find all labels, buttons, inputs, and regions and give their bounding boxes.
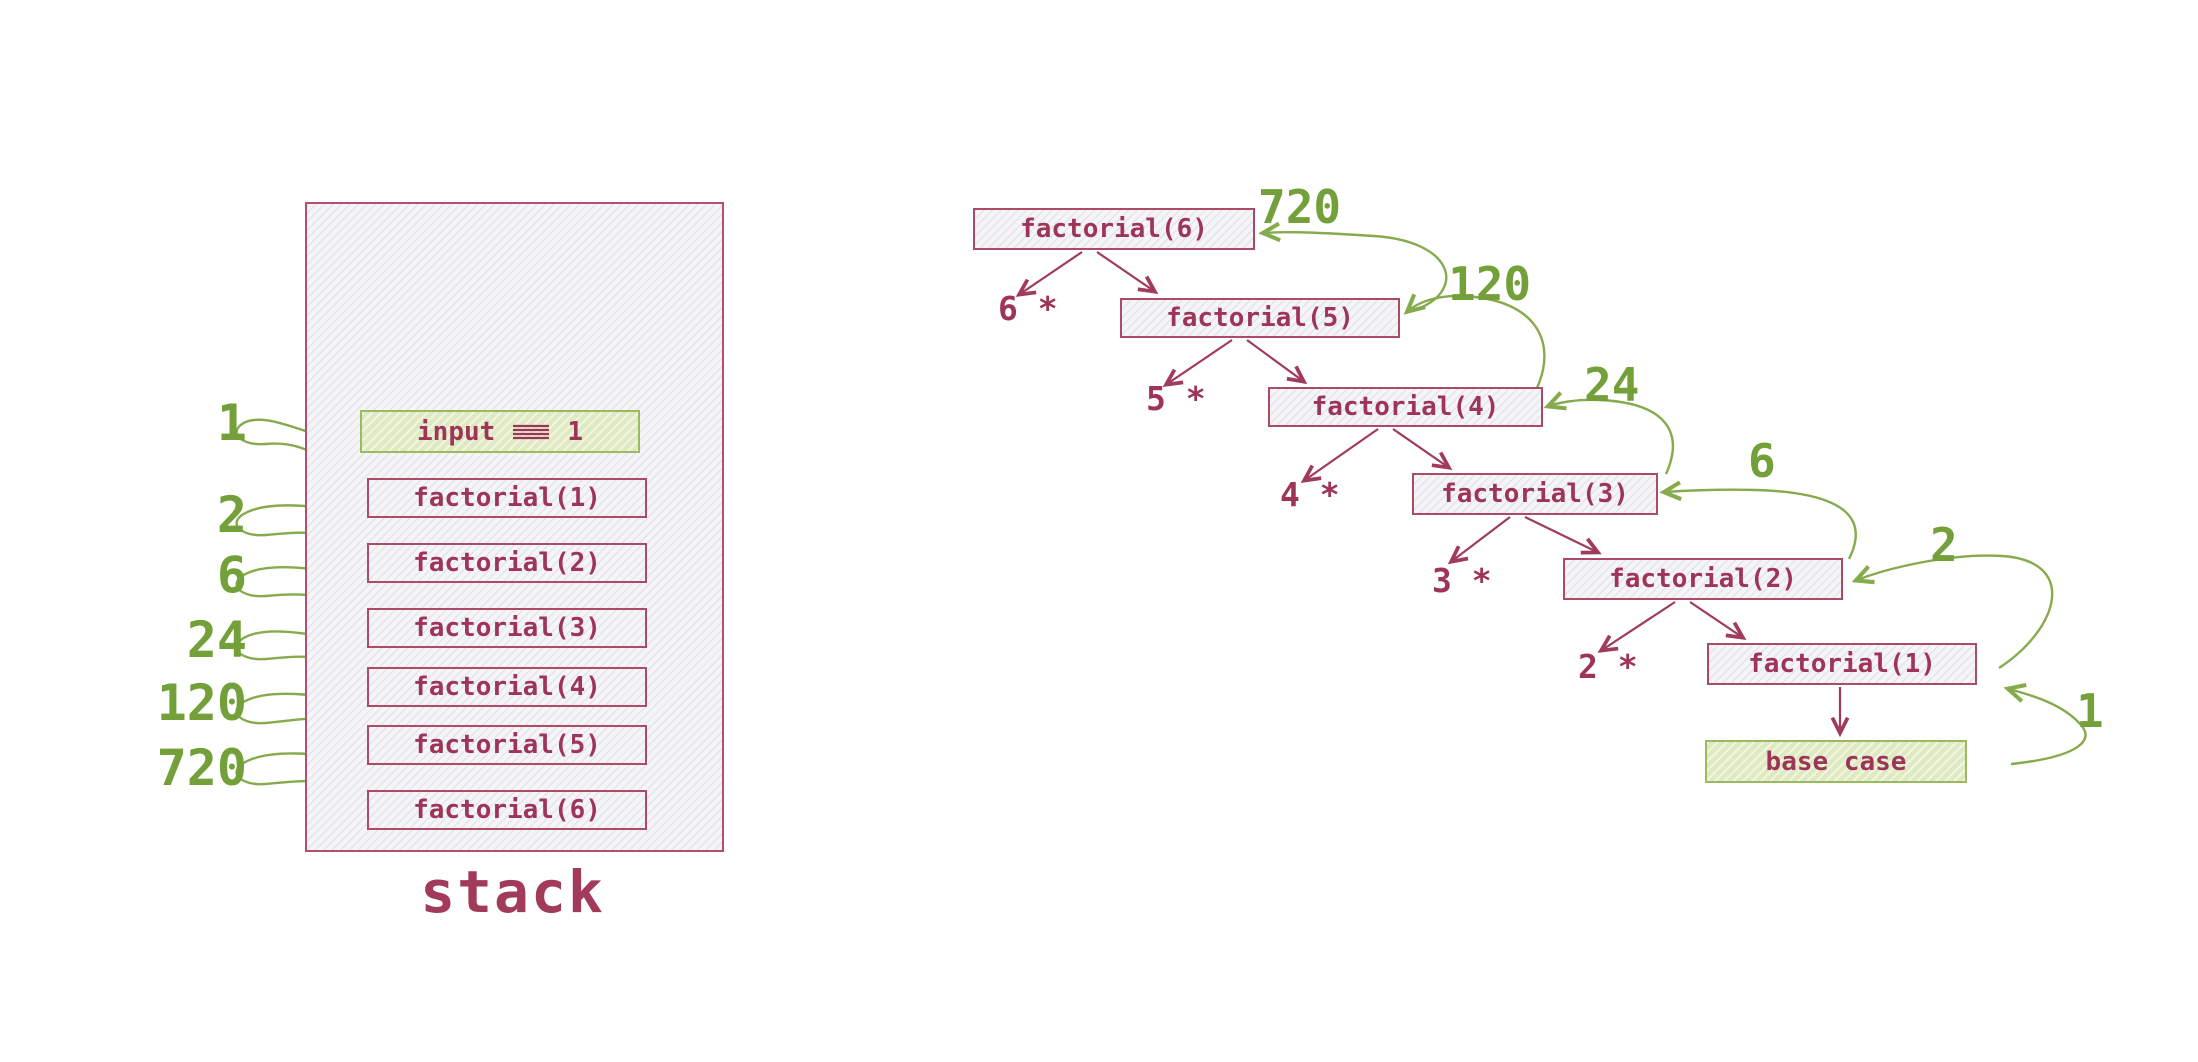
- equivalence-icon: [513, 424, 550, 439]
- tree-return-value: 720: [1258, 180, 1342, 234]
- multiplier-label: 4 *: [1280, 475, 1340, 514]
- stack-frame: factorial(4): [367, 667, 647, 707]
- call-arrow-f5-mult: [1162, 339, 1233, 387]
- tree-call-node: factorial(4): [1268, 387, 1543, 427]
- call-arrow-f3-mult: [1447, 516, 1511, 565]
- tree-call-node: factorial(1): [1707, 643, 1977, 685]
- stack-frame: factorial(5): [367, 725, 647, 765]
- multiplier-label: 6 *: [998, 289, 1058, 328]
- multiplier-label: 2 *: [1578, 647, 1638, 686]
- tree-call-node: factorial(6): [973, 208, 1255, 250]
- tree-return-value: 1: [2076, 684, 2104, 738]
- call-arrow-f4-f3: [1392, 428, 1453, 471]
- call-arrow-f2-mult: [1597, 601, 1676, 653]
- stack-frame: factorial(1): [367, 478, 647, 518]
- stack-return-value: 120: [156, 674, 247, 732]
- stack-return-value: 6: [216, 546, 247, 604]
- tree-base-case-node: base case: [1705, 740, 1967, 783]
- call-arrow-f5-f4: [1246, 339, 1308, 385]
- call-arrow-f3-f2: [1524, 516, 1602, 555]
- stack-frame: factorial(3): [367, 608, 647, 648]
- tree-return-arrow-1: [2003, 683, 2087, 766]
- stack-return-value: 1: [216, 394, 247, 452]
- stack-return-value: 2: [216, 486, 247, 544]
- stack-input-frame: input 1: [360, 410, 640, 453]
- tree-call-node: factorial(2): [1563, 558, 1843, 600]
- tree-return-value: 2: [1930, 518, 1958, 572]
- tree-call-node: factorial(5): [1120, 298, 1400, 338]
- input-value: 1: [567, 416, 583, 447]
- tree-return-value: 6: [1748, 434, 1776, 488]
- call-arrow-f6-mult: [1015, 251, 1083, 297]
- stack-input-content: input 1: [417, 417, 583, 447]
- tree-call-node: factorial(3): [1412, 473, 1658, 515]
- tree-return-value: 24: [1584, 358, 1640, 412]
- call-arrow-f4-mult: [1300, 428, 1379, 484]
- tree-return-arrow-6: [1659, 480, 1857, 560]
- multiplier-label: 3 *: [1432, 561, 1492, 600]
- input-label: input: [417, 416, 496, 447]
- stack-frame: factorial(2): [367, 543, 647, 583]
- stack-return-value: 720: [156, 739, 247, 797]
- tree-return-value: 120: [1448, 257, 1532, 311]
- call-arrow-f6-f5: [1096, 251, 1159, 294]
- stack-panel-title: stack: [420, 858, 605, 926]
- multiplier-label: 5 *: [1146, 379, 1206, 418]
- tree-return-arrow-720: [1258, 221, 1448, 310]
- call-arrow-f2-f1: [1689, 601, 1747, 640]
- stack-return-value: 24: [186, 611, 247, 669]
- stack-frame: factorial(6): [367, 790, 647, 830]
